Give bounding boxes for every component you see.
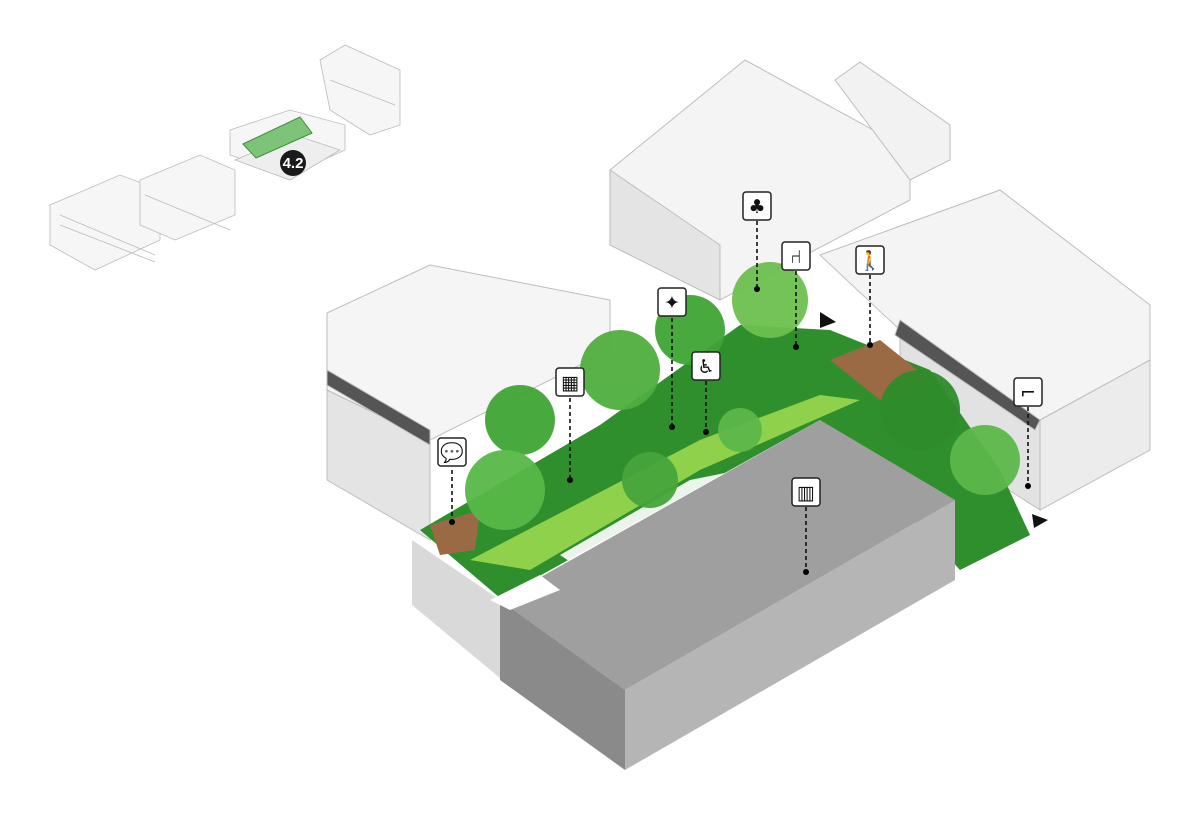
building-icon <box>791 477 821 507</box>
callout-stairs: ⌐ <box>1013 377 1043 489</box>
pedestrian-icon <box>855 245 885 275</box>
speech-bubbles-icon <box>437 437 467 467</box>
callout-speech: 💬 <box>437 437 467 525</box>
sparkle-glyph: ✦ <box>664 292 680 314</box>
seating-glyph: ⑁ <box>790 246 801 268</box>
zone-badge <box>280 150 306 176</box>
podium-block <box>412 420 955 770</box>
callout-lounger: ♿ <box>691 351 721 435</box>
callout-fence: ▦ <box>555 367 585 483</box>
stairs-glyph: ⌐ <box>1020 382 1036 404</box>
callout-building: ▥ <box>791 477 821 575</box>
key-plan-highlight <box>242 116 313 159</box>
timber-deck-left <box>430 510 480 555</box>
callout-seating: ⑁ <box>781 241 811 350</box>
building-glyph: ▥ <box>797 482 815 504</box>
stairs-icon <box>1013 377 1043 407</box>
callout-sparkle: ✦ <box>657 287 687 430</box>
callout-trees: ♣ <box>742 191 772 292</box>
fence-glyph: ▦ <box>561 372 579 394</box>
lounge-chair-icon <box>691 351 721 381</box>
seating-table-icon <box>781 241 811 271</box>
callouts: 💬 ▦ ✦ ♿ ♣ ⑁ 🚶 <box>437 191 1048 575</box>
speech-glyph: 💬 <box>440 441 464 464</box>
entry-arrow-icon <box>820 312 836 328</box>
sparkle-misting-icon <box>657 287 687 317</box>
trellis-fence-icon <box>555 367 585 397</box>
trees-glyph: ♣ <box>748 196 765 218</box>
trees-icon <box>742 191 772 221</box>
surrounding-buildings <box>326 59 1151 541</box>
lounger-glyph: ♿ <box>697 356 714 378</box>
trees <box>465 262 1020 530</box>
pedestrian-glyph: 🚶 <box>858 249 882 272</box>
callout-pedestrian: 🚶 <box>855 245 885 348</box>
zone-label: 4.2 <box>283 155 304 172</box>
key-plan <box>49 44 401 271</box>
exit-arrow-icon <box>1032 514 1048 528</box>
